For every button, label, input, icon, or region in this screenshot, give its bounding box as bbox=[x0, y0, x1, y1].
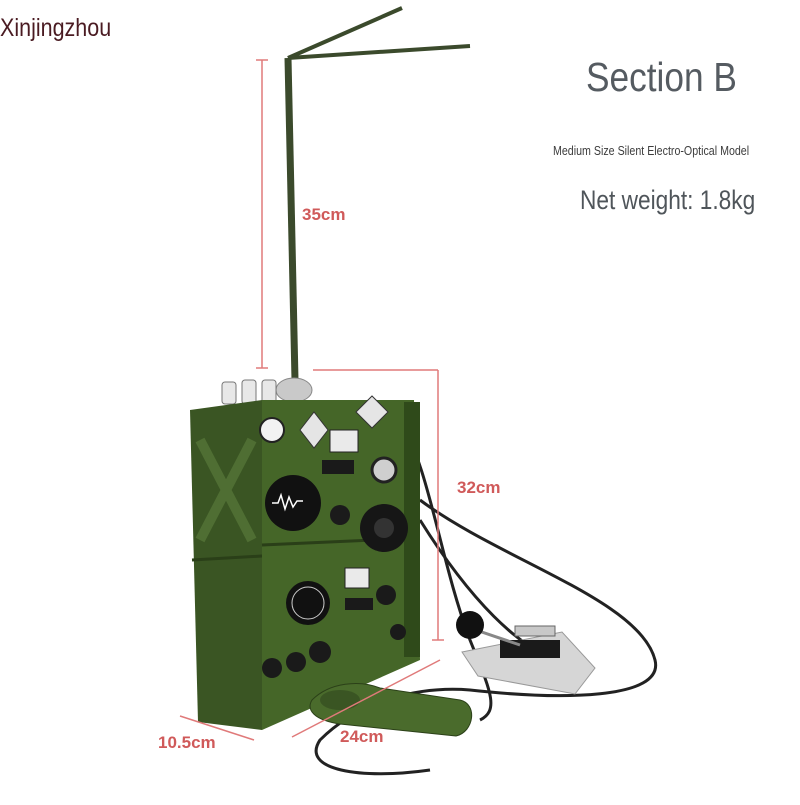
depth-label: 10.5cm bbox=[158, 733, 216, 752]
brand-name: Xinjingzhou bbox=[0, 14, 112, 42]
top-knobs bbox=[221, 379, 277, 405]
antenna-length-label: 35cm bbox=[302, 205, 346, 224]
dimension-lines bbox=[179, 59, 444, 741]
panel-details bbox=[259, 395, 408, 678]
section-title: Section B bbox=[586, 54, 737, 100]
net-weight: Net weight: 1.8kg bbox=[580, 185, 756, 215]
morse-key bbox=[456, 611, 596, 695]
handset bbox=[309, 683, 473, 737]
antenna bbox=[275, 6, 471, 403]
radio-case bbox=[190, 400, 420, 730]
height-label: 32cm bbox=[457, 478, 501, 497]
model-name: Medium Size Silent Electro-Optical Model bbox=[553, 143, 750, 158]
width-label: 24cm bbox=[340, 727, 384, 746]
